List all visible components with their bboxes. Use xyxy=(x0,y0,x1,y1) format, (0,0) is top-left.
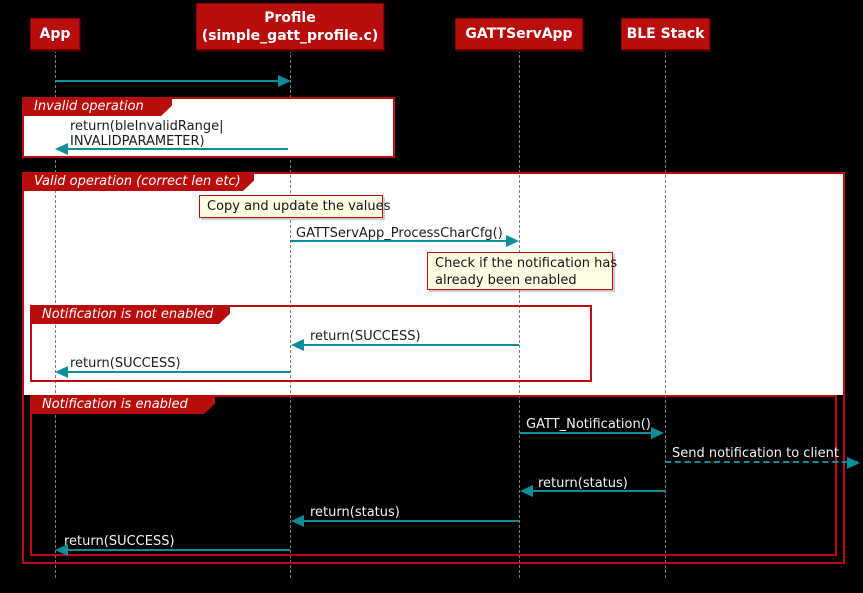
message-arrow-app-to-profile xyxy=(55,75,291,87)
participant-label-ble-stack: BLE Stack xyxy=(626,26,705,42)
message-label-return-success-2: return(SUCCESS) xyxy=(70,356,181,371)
participant-label-gattservapp: GATTServApp xyxy=(465,26,573,42)
arrowhead-left-icon xyxy=(520,485,533,497)
note-check-notification-line2: already been enabled xyxy=(435,273,577,288)
lifeline-gattservapp xyxy=(519,50,520,578)
message-arrow-return-status-1 xyxy=(520,485,665,497)
arrowhead-left-icon xyxy=(55,366,68,378)
note-copy-update: Copy and update the values xyxy=(199,195,390,218)
fragment-title-notification-not-enabled: Notification is not enabled xyxy=(42,307,214,322)
message-label-return-status-2: return(status) xyxy=(310,505,400,520)
participant-box-ble-stack: BLE Stack xyxy=(621,18,710,50)
message-label-return-invalid-line1: return(bleInvalidRange| xyxy=(70,119,224,134)
message-label-return-success-3: return(SUCCESS) xyxy=(64,534,175,549)
message-arrow-return-invalid xyxy=(55,143,288,155)
message-arrow-return-status-2 xyxy=(291,515,519,527)
arrowhead-left-icon xyxy=(55,143,68,155)
arrowhead-left-icon xyxy=(291,515,304,527)
note-check-notification: Check if the notification has already be… xyxy=(427,252,618,290)
message-label-processcharcfg: GATTServApp_ProcessCharCfg() xyxy=(296,226,503,241)
fragment-title-valid-operation: Valid operation (correct len etc) xyxy=(34,174,241,189)
message-arrow-send-notification xyxy=(665,457,860,469)
arrowhead-left-icon xyxy=(291,339,304,351)
fragment-notification-enabled xyxy=(30,395,837,556)
message-arrow-gatt-notification xyxy=(519,427,664,439)
arrowhead-right-icon xyxy=(278,75,291,87)
arrowhead-right-icon xyxy=(506,235,519,247)
message-arrow-processcharcfg xyxy=(290,235,519,247)
arrowhead-left-icon xyxy=(55,544,68,556)
message-arrow-return-success-3 xyxy=(55,544,290,556)
message-label-return-status-1: return(status) xyxy=(538,476,628,491)
arrowhead-right-icon xyxy=(651,427,664,439)
note-check-notification-line1: Check if the notification has xyxy=(435,256,618,271)
message-label-send-notification: Send notification to client xyxy=(672,446,840,461)
fragment-tab-notification-not-enabled: Notification is not enabled xyxy=(30,305,230,324)
fragment-tab-invalid-operation: Invalid operation xyxy=(22,97,172,116)
message-label-return-success-1: return(SUCCESS) xyxy=(310,329,421,344)
participant-box-profile: Profile (simple_gatt_profile.c) xyxy=(196,3,384,50)
message-label-gatt-notification: GATT_Notification() xyxy=(526,417,651,432)
participant-label-profile-line1: Profile xyxy=(264,9,316,26)
participant-label-app: App xyxy=(39,26,71,42)
fragment-title-notification-enabled: Notification is enabled xyxy=(42,397,188,412)
message-arrow-return-success-1 xyxy=(291,339,519,351)
fragment-valid-operation xyxy=(22,172,845,564)
participant-box-app: App xyxy=(30,18,80,50)
fragment-tab-notification-enabled: Notification is enabled xyxy=(30,395,215,414)
note-copy-update-text: Copy and update the values xyxy=(207,199,391,214)
arrowhead-right-icon xyxy=(847,457,860,469)
fragment-notification-not-enabled xyxy=(30,305,592,382)
lifeline-ble-stack xyxy=(665,50,666,578)
message-label-return-invalid-line2: INVALIDPARAMETER) xyxy=(70,134,205,149)
participant-box-gattservapp: GATTServApp xyxy=(455,18,583,50)
lifeline-profile xyxy=(290,50,291,578)
participant-label-profile-line2: (simple_gatt_profile.c) xyxy=(201,27,379,44)
fragment-title-invalid-operation: Invalid operation xyxy=(34,99,144,114)
message-arrow-return-success-2 xyxy=(55,366,290,378)
fragment-tab-valid-operation: Valid operation (correct len etc) xyxy=(22,172,254,191)
